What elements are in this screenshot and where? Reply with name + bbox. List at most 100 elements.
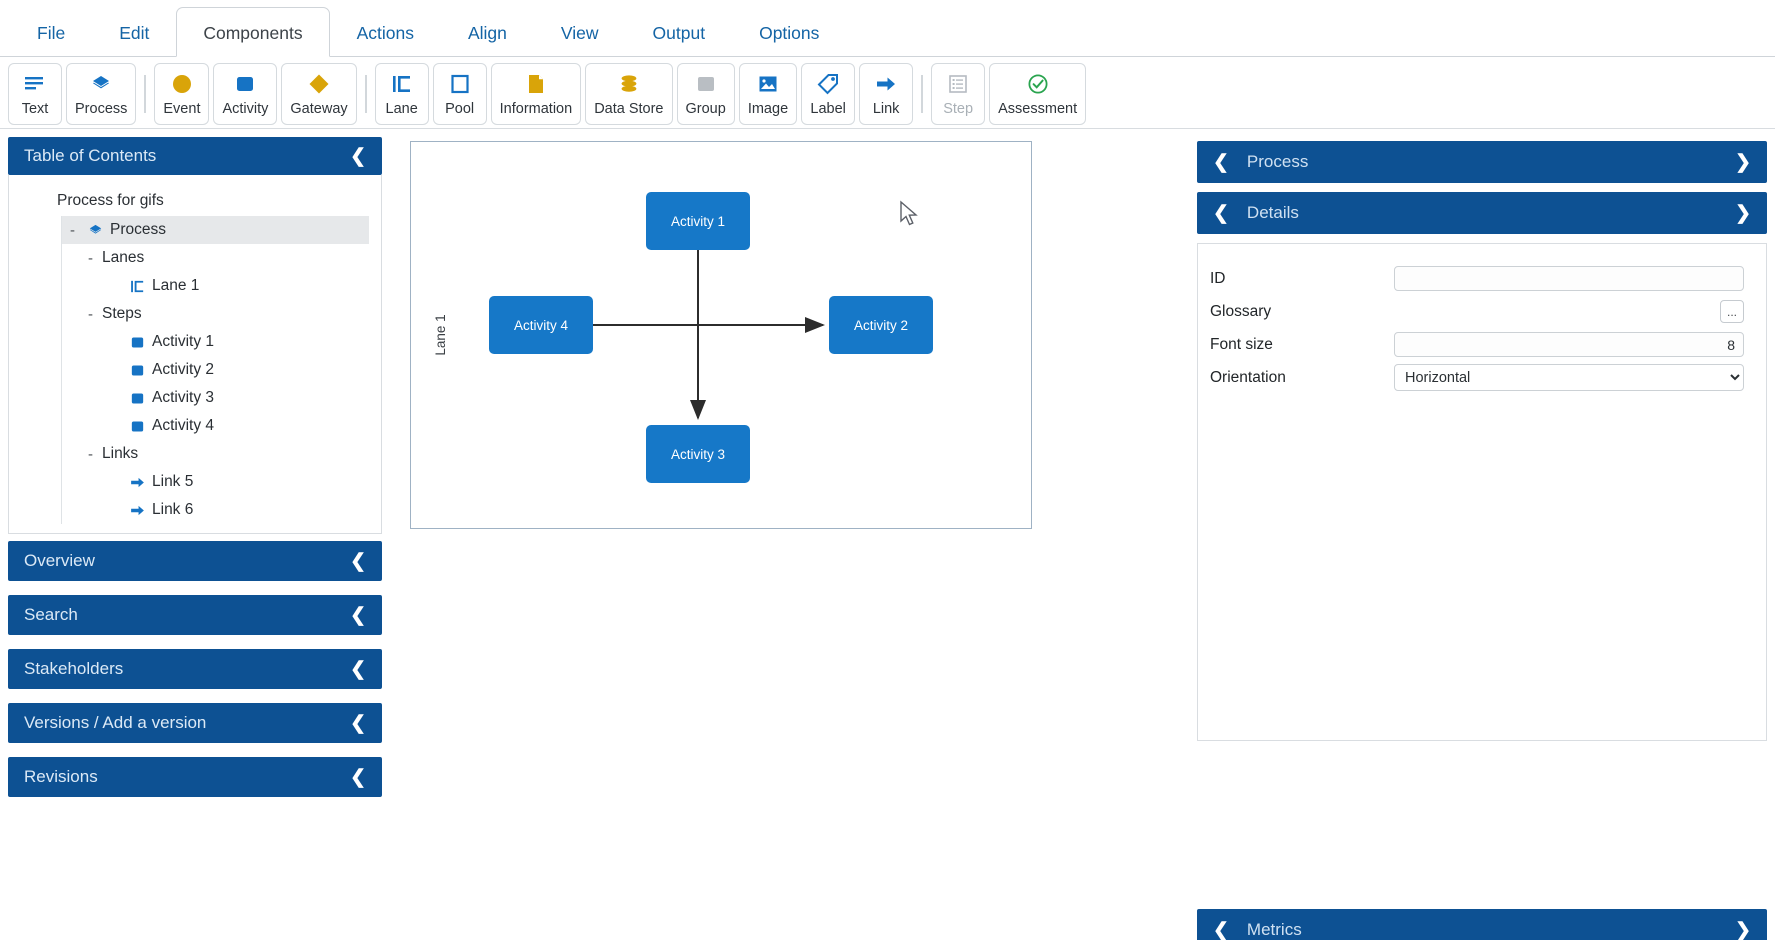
toc-item-label: Activity 2 [152, 361, 215, 378]
menu-tab-align[interactable]: Align [467, 23, 507, 43]
menu-tab-options[interactable]: Options [759, 23, 820, 43]
toc-item-label: Lanes [102, 249, 145, 266]
tool-label: Assessment [998, 100, 1078, 117]
tool-label: Information [499, 100, 573, 117]
accordion-stakeholders[interactable]: Stakeholders ❮ [8, 649, 382, 689]
toc-item-activity-3[interactable]: Activity 3 [62, 384, 369, 412]
tool-label: Event [163, 100, 201, 117]
toolbar-separator [144, 75, 147, 113]
glossary-browse-button[interactable]: ... [1720, 300, 1744, 323]
tool-image-button[interactable]: Image [738, 63, 798, 125]
toc-item-lanes[interactable]: -Lanes [62, 244, 369, 272]
text-lines-icon [23, 72, 47, 96]
tree-collapse-toggle[interactable]: - [70, 221, 75, 239]
pool-icon [448, 72, 472, 96]
tool-data-store-button[interactable]: Data Store [585, 63, 673, 125]
diagram-node-activity-2[interactable]: Activity 2 [829, 296, 933, 354]
accordion-label: Versions / Add a version [24, 713, 207, 732]
chevron-left-icon[interactable]: ❮ [350, 658, 366, 680]
tool-label-button[interactable]: Label [801, 63, 856, 125]
accordion-label: Stakeholders [24, 659, 124, 678]
toc-item-steps[interactable]: -Steps [62, 300, 369, 328]
toc-item-process[interactable]: -Process [62, 216, 369, 244]
tool-link-button[interactable]: Link [859, 63, 914, 125]
toc-item-lane-1[interactable]: Lane 1 [62, 272, 369, 300]
accordion-overview[interactable]: Overview❮ [8, 541, 382, 581]
id-input[interactable] [1394, 266, 1744, 291]
tool-text-button[interactable]: Text [8, 63, 62, 125]
chevron-left-icon[interactable]: ❮ [350, 550, 366, 572]
tree-collapse-toggle[interactable]: - [88, 249, 93, 267]
chevron-right-icon[interactable]: ❯ [1735, 151, 1751, 173]
toc-item-links[interactable]: -Links [62, 440, 369, 468]
tool-information-button[interactable]: Information [490, 63, 582, 125]
menu-tab-file[interactable]: File [37, 23, 66, 43]
accordion-metrics[interactable]: ❮Metrics❯ [1197, 909, 1767, 940]
tool-activity-button[interactable]: Activity [213, 63, 278, 125]
lane-icon [126, 278, 148, 295]
assessment-check-icon [1026, 72, 1050, 96]
menu-tab-edit[interactable]: Edit [119, 23, 150, 43]
toc-root-label: Process for gifs [57, 192, 164, 209]
menu-tab-output[interactable]: Output [652, 23, 706, 43]
chevron-left-icon[interactable]: ❮ [350, 766, 366, 788]
accordion-revisions[interactable]: Revisions ❮ [8, 757, 382, 797]
step-list-icon [946, 72, 970, 96]
menu-tab-view[interactable]: View [560, 23, 599, 43]
field-row-id: ID [1210, 262, 1744, 295]
gateway-diamond-icon [307, 72, 331, 96]
toc-item-label: Lane 1 [152, 277, 200, 294]
toc-item-link-5[interactable]: Link 5 [62, 468, 369, 496]
process-section-header[interactable]: ❮ Process ❯ [1197, 141, 1767, 183]
tool-group-button[interactable]: Group [676, 63, 735, 125]
toc-item-activity-2[interactable]: Activity 2 [62, 356, 369, 384]
chevron-left-icon[interactable]: ❮ [1213, 151, 1229, 173]
toc-item-activity-4[interactable]: Activity 4 [62, 412, 369, 440]
tree-collapse-toggle[interactable]: - [88, 305, 93, 323]
field-row-font-size: Font size [1210, 328, 1744, 361]
toc-header[interactable]: Table of Contents ❮ [8, 137, 382, 175]
accordion-label: Revisions [24, 767, 98, 786]
orientation-select[interactable]: HorizontalVertical [1394, 364, 1744, 391]
chevron-right-icon[interactable]: ❯ [1735, 919, 1751, 940]
process-section-title: Process [1246, 152, 1309, 171]
tool-label: Activity [222, 100, 269, 117]
details-section-header[interactable]: ❮ Details ❯ [1197, 192, 1767, 234]
tool-step-button: Step [931, 63, 986, 125]
tool-process-button[interactable]: Process [66, 63, 137, 125]
chevron-right-icon[interactable]: ❯ [1735, 202, 1751, 224]
link-arrow-icon [874, 72, 898, 96]
toc-item-link-6[interactable]: Link 6 [62, 496, 369, 524]
menu-tab-components[interactable]: Components [176, 7, 330, 57]
field-row-glossary: Glossary... [1210, 295, 1744, 328]
right-accordion-stack: ❮Metrics❯❮Transformation❯ [1197, 909, 1767, 940]
label-tag-icon [816, 72, 840, 96]
field-control [1378, 266, 1744, 291]
chevron-left-icon[interactable]: ❮ [350, 145, 366, 167]
chevron-left-icon[interactable]: ❮ [1213, 202, 1229, 224]
tool-pool-button[interactable]: Pool [432, 63, 487, 125]
tree-collapse-toggle[interactable]: - [88, 445, 93, 463]
tool-assessment-button[interactable]: Assessment [989, 63, 1087, 125]
tool-gateway-button[interactable]: Gateway [281, 63, 357, 125]
accordion-versions-add-a-version[interactable]: Versions / Add a version ❮ [8, 703, 382, 743]
group-rect-icon [694, 72, 718, 96]
font-size-input[interactable] [1394, 332, 1744, 357]
field-control: HorizontalVertical [1378, 364, 1744, 391]
tool-lane-button[interactable]: Lane [374, 63, 429, 125]
chevron-left-icon[interactable]: ❮ [350, 604, 366, 626]
diagram-node-activity-1[interactable]: Activity 1 [646, 192, 750, 250]
process-diamond-icon [89, 72, 113, 96]
diagram-node-activity-4[interactable]: Activity 4 [489, 296, 593, 354]
chevron-left-icon[interactable]: ❮ [350, 712, 366, 734]
accordion-search[interactable]: Search❮ [8, 595, 382, 635]
diagram-node-activity-3[interactable]: Activity 3 [646, 425, 750, 483]
toc-item-label: Links [102, 445, 139, 462]
menu-tab-actions[interactable]: Actions [356, 23, 414, 43]
tool-event-button[interactable]: Event [154, 63, 210, 125]
chevron-left-icon[interactable]: ❮ [1213, 919, 1229, 940]
toc-item-activity-1[interactable]: Activity 1 [62, 328, 369, 356]
